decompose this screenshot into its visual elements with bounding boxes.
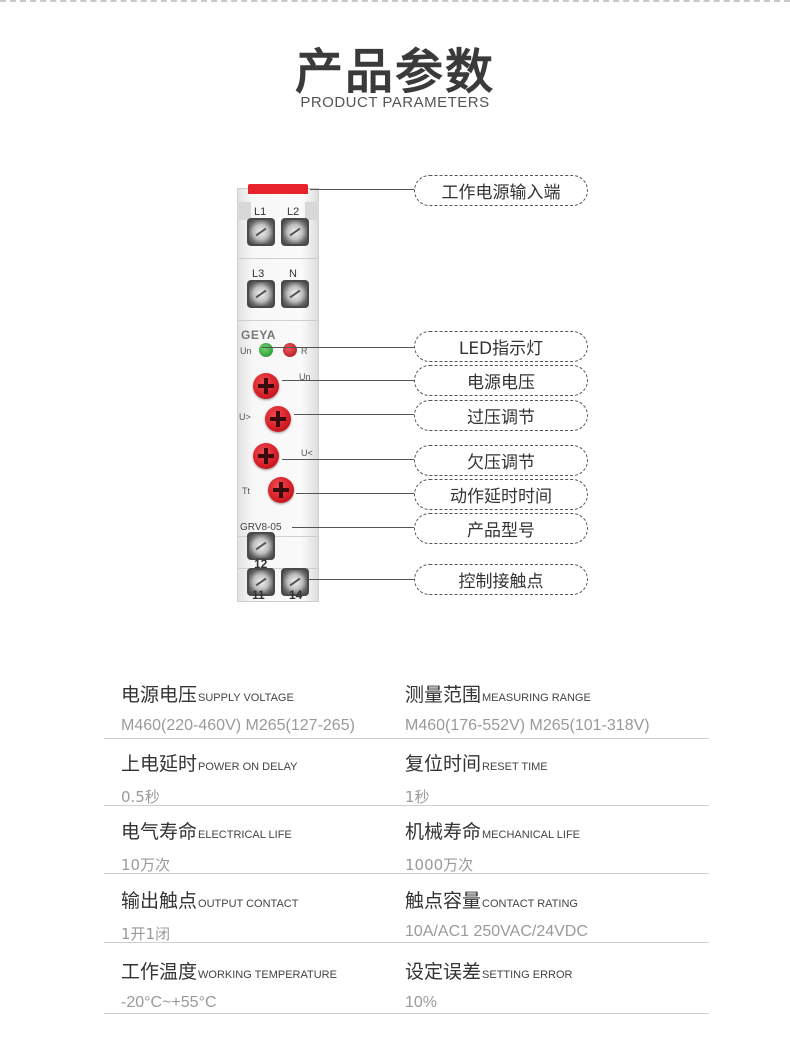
un-label: Un: [299, 372, 311, 382]
spec-value: M460(176-552V) M265(101-318V): [405, 717, 650, 734]
leader-line-delay: [296, 493, 414, 494]
screw-terminal-l1: [247, 218, 275, 246]
spec-value: M460(220-460V) M265(127-265): [121, 717, 355, 734]
screw-terminal-14: [281, 568, 309, 596]
spec-label: 工作温度WORKING TEMPERATURE: [121, 961, 337, 983]
spec-label: 输出触点OUTPUT CONTACT: [121, 890, 299, 912]
spec-reset-time: 复位时间RESET TIME 1秒: [405, 749, 695, 807]
callout-overvoltage: 过压调节: [414, 400, 588, 431]
device-red-cap: [248, 184, 308, 194]
leader-line-led: [262, 347, 414, 348]
callout-led: LED指示灯: [414, 331, 588, 362]
screw-terminal-l3: [247, 280, 275, 308]
spec-value: 10%: [405, 994, 438, 1011]
leader-line-supply-voltage: [282, 380, 414, 381]
spec-label: 测量范围MEASURING RANGE: [405, 684, 591, 706]
callout-delay: 动作延时时间: [414, 479, 588, 510]
relay-device-image: L1 L2 L3 N GEYA Un R Un U> U< Tt GRV8-05…: [237, 184, 319, 602]
screw-terminal-l2: [281, 218, 309, 246]
terminal-label-11: 11: [252, 588, 265, 602]
spec-value: -20°C~+55°C: [121, 994, 217, 1011]
terminal-label-l3: L3: [252, 268, 265, 280]
spec-mechanical-life: 机械寿命MECHANICAL LIFE 1000万次: [405, 817, 695, 875]
delay-label: Tt: [242, 486, 250, 496]
device-divider: [237, 320, 319, 321]
undervoltage-knob[interactable]: [253, 443, 279, 469]
row-divider: [104, 873, 709, 874]
spec-power-on-delay: 上电延时POWER ON DELAY 0.5秒: [121, 749, 411, 807]
screw-terminal-n: [281, 280, 309, 308]
terminal-label-n: N: [289, 268, 297, 280]
spec-label: 设定误差SETTING ERROR: [405, 961, 573, 983]
spec-value: 10A/AC1 250VAC/24VDC: [405, 923, 588, 940]
page-subtitle: PRODUCT PARAMETERS: [300, 94, 490, 111]
top-dashed-border: [0, 0, 790, 2]
device-divider: [237, 258, 319, 259]
callout-supply-voltage: 电源电压: [414, 365, 588, 396]
leader-line-model: [292, 527, 414, 528]
terminal-label-14: 14: [289, 588, 303, 602]
leader-line-undervoltage: [282, 459, 414, 460]
spec-value: 1000万次: [405, 856, 474, 874]
device-notch-left: [237, 202, 251, 220]
spec-value: 0.5秒: [121, 788, 160, 806]
overvoltage-knob[interactable]: [265, 406, 291, 432]
screw-terminal-12: [247, 532, 275, 560]
terminal-label-l1: L1: [254, 206, 267, 218]
screw-terminal-11: [247, 568, 275, 596]
row-divider: [104, 942, 709, 943]
callout-undervoltage: 欠压调节: [414, 445, 588, 476]
row-divider: [104, 805, 709, 806]
spec-value: 1秒: [405, 788, 430, 806]
spec-label: 触点容量CONTACT RATING: [405, 890, 578, 912]
spec-working-temperature: 工作温度WORKING TEMPERATURE -20°C~+55°C: [121, 957, 411, 1012]
spec-contact-rating: 触点容量CONTACT RATING 10A/AC1 250VAC/24VDC: [405, 886, 695, 941]
delay-knob[interactable]: [268, 477, 294, 503]
spec-setting-error: 设定误差SETTING ERROR 10%: [405, 957, 695, 1012]
overvoltage-label: U>: [239, 412, 251, 422]
leader-line-power-input: [310, 189, 414, 190]
led-green-indicator: [259, 343, 273, 357]
device-divider: [237, 536, 319, 537]
spec-label: 复位时间RESET TIME: [405, 753, 548, 775]
spec-label: 电气寿命ELECTRICAL LIFE: [121, 821, 292, 843]
device-notch-right: [305, 202, 319, 220]
led-label-un: Un: [240, 346, 252, 356]
spec-label: 电源电压SUPPLY VOLTAGE: [121, 684, 294, 706]
led-red-indicator: [283, 343, 297, 357]
spec-label: 上电延时POWER ON DELAY: [121, 753, 298, 775]
leader-line-contact: [306, 579, 414, 580]
callout-contact: 控制接触点: [414, 564, 588, 595]
supply-voltage-knob[interactable]: [253, 373, 279, 399]
undervoltage-label: U<: [301, 448, 313, 458]
callout-model: 产品型号: [414, 513, 588, 544]
terminal-label-l2: L2: [287, 206, 300, 218]
callout-power-input: 工作电源输入端: [414, 175, 588, 206]
device-divider: [237, 568, 319, 569]
spec-value: 10万次: [121, 856, 171, 874]
led-label-r: R: [301, 346, 308, 356]
page-title: 产品参数: [294, 44, 495, 100]
leader-line-overvoltage: [294, 414, 414, 415]
row-divider: [104, 738, 709, 739]
spec-value: 1开1闭: [121, 925, 171, 943]
spec-label: 机械寿命MECHANICAL LIFE: [405, 821, 581, 843]
brand-logo: GEYA: [241, 328, 276, 342]
row-divider: [104, 1013, 709, 1014]
spec-supply-voltage: 电源电压SUPPLY VOLTAGE M460(220-460V) M265(1…: [121, 680, 411, 735]
spec-measuring-range: 测量范围MEASURING RANGE M460(176-552V) M265(…: [405, 680, 695, 735]
spec-output-contact: 输出触点OUTPUT CONTACT 1开1闭: [121, 886, 411, 944]
device-model-label: GRV8-05: [240, 522, 282, 533]
spec-electrical-life: 电气寿命ELECTRICAL LIFE 10万次: [121, 817, 411, 875]
